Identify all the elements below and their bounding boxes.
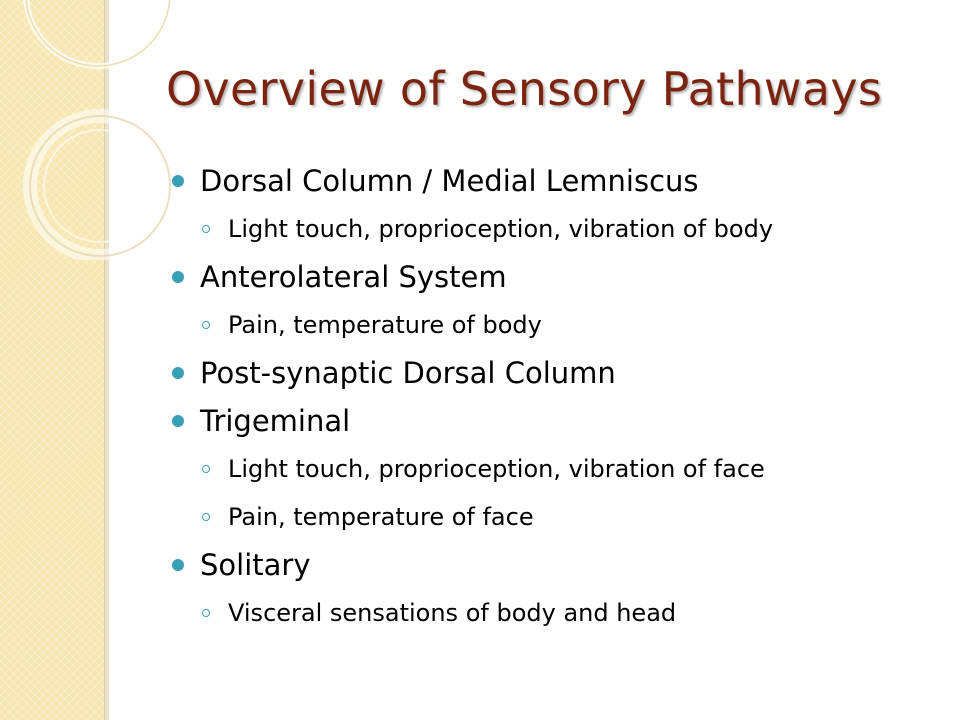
bullet-level-1: Dorsal Column / Medial Lemniscus [170, 157, 773, 205]
bullet-dot-icon [172, 271, 184, 283]
bullet-text: Anterolateral System [200, 260, 507, 294]
side-decorative-panel [0, 0, 104, 720]
list-item: Post-synaptic Dorsal Column [170, 349, 773, 397]
bullet-level-2: Pain, temperature of body [170, 301, 773, 349]
bullet-level-1: Anterolateral System [170, 253, 773, 301]
sub-bullet-text: Light touch, proprioception, vibration o… [228, 215, 774, 243]
bullet-ring-icon [202, 513, 210, 521]
bullet-ring-icon [202, 321, 210, 329]
list-item: Solitary Visceral sensations of body and… [170, 541, 773, 637]
bullet-level-1: Solitary [170, 541, 773, 589]
bullet-ring-icon [202, 225, 210, 233]
bullet-level-2: Light touch, proprioception, vibration o… [170, 205, 773, 253]
side-divider [104, 0, 109, 720]
sub-bullet-text: Light touch, proprioception, vibration o… [228, 455, 765, 483]
bullet-ring-icon [202, 609, 210, 617]
sub-bullet-text: Pain, temperature of body [228, 311, 542, 339]
bullet-text: Dorsal Column / Medial Lemniscus [200, 164, 699, 198]
bullet-dot-icon [172, 415, 184, 427]
bullet-level-1: Post-synaptic Dorsal Column [170, 349, 773, 397]
slide-title: Overview of Sensory Pathways [166, 62, 883, 116]
bullet-dot-icon [172, 175, 184, 187]
bullet-text: Post-synaptic Dorsal Column [200, 356, 616, 390]
bullet-dot-icon [172, 559, 184, 571]
bullet-level-2: Pain, temperature of face [170, 493, 773, 541]
bullet-text: Trigeminal [200, 404, 351, 438]
list-item: Trigeminal Light touch, proprioception, … [170, 397, 773, 541]
bullet-text: Solitary [200, 548, 311, 582]
bullet-dot-icon [172, 367, 184, 379]
bullet-ring-icon [202, 465, 210, 473]
bullet-level-2: Light touch, proprioception, vibration o… [170, 445, 773, 493]
bullet-list: Dorsal Column / Medial Lemniscus Light t… [170, 157, 773, 637]
bullet-level-1: Trigeminal [170, 397, 773, 445]
bullet-level-2: Visceral sensations of body and head [170, 589, 773, 637]
list-item: Anterolateral System Pain, temperature o… [170, 253, 773, 349]
sub-bullet-text: Visceral sensations of body and head [228, 599, 677, 627]
sub-bullet-text: Pain, temperature of face [228, 503, 534, 531]
list-item: Dorsal Column / Medial Lemniscus Light t… [170, 157, 773, 253]
